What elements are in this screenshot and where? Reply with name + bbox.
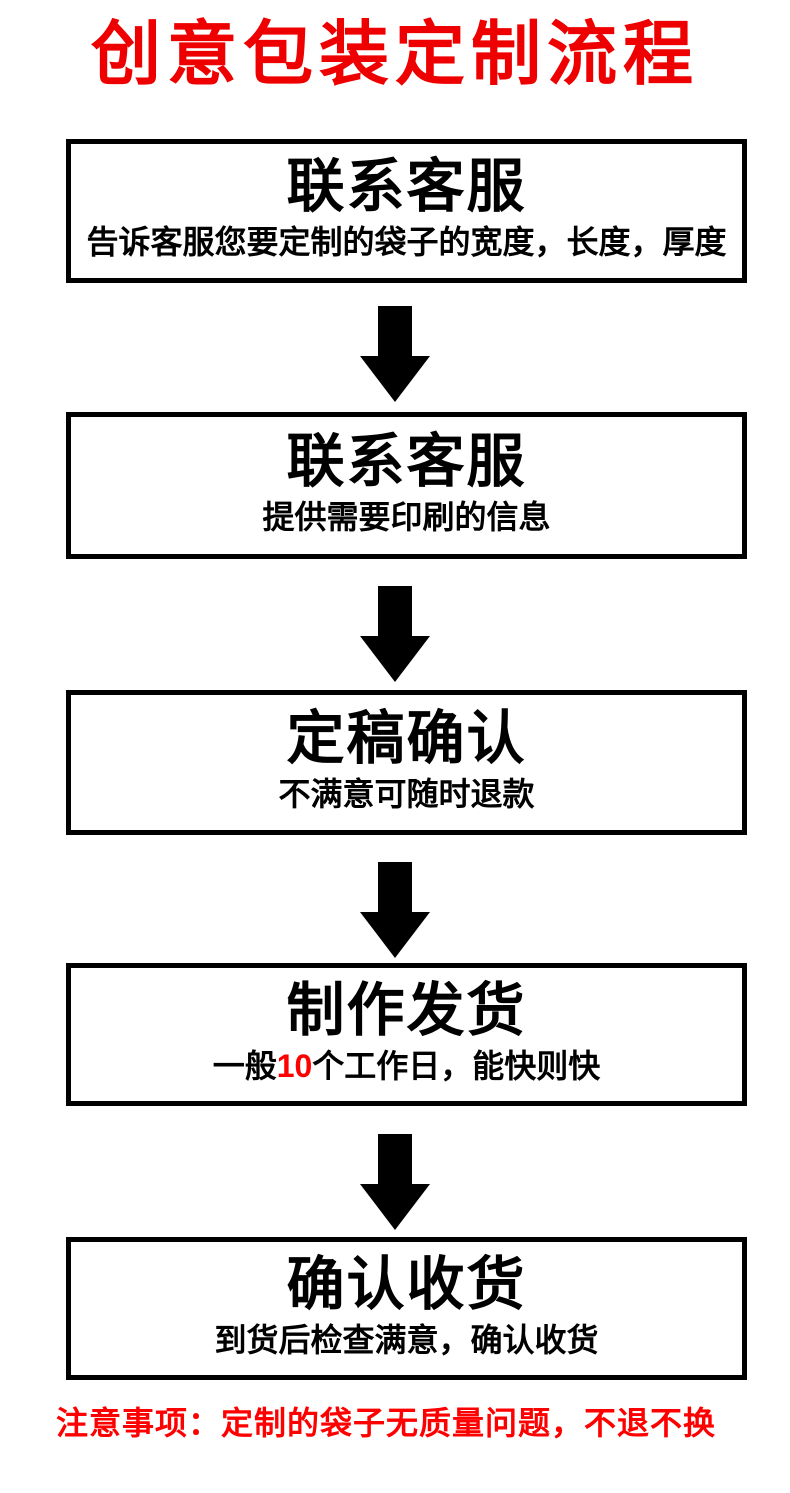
step-1-title: 联系客服 xyxy=(286,154,527,220)
step-3-title: 定稿确认 xyxy=(286,705,527,771)
step-box-contact-service-1: 联系客服 告诉客服您要定制的袋子的宽度，长度，厚度 xyxy=(66,139,747,283)
arrow-down-icon xyxy=(360,1134,430,1230)
step-box-draft-confirmation: 定稿确认 不满意可随时退款 xyxy=(66,690,747,835)
step-2-subtitle: 提供需要印刷的信息 xyxy=(262,498,551,535)
page-title: 创意包装定制流程 xyxy=(91,12,699,95)
step-4-subtitle-highlight: 10 xyxy=(276,1047,313,1084)
notice-text: 注意事项：定制的袋子无质量问题，不退不换 xyxy=(56,1405,717,1441)
step-4-subtitle-suffix: 个工作日，能快则快 xyxy=(312,1047,601,1084)
step-4-subtitle: 一般10个工作日，能快则快 xyxy=(212,1047,601,1084)
step-3-subtitle: 不满意可随时退款 xyxy=(278,775,535,812)
step-4-title: 制作发货 xyxy=(286,977,527,1043)
step-box-production-shipping: 制作发货 一般10个工作日，能快则快 xyxy=(66,963,747,1106)
step-1-subtitle: 告诉客服您要定制的袋子的宽度，长度，厚度 xyxy=(86,224,727,261)
arrow-down-icon xyxy=(360,862,430,958)
step-5-title: 确认收货 xyxy=(286,1251,527,1317)
step-4-subtitle-prefix: 一般 xyxy=(212,1047,277,1084)
step-box-confirm-receipt: 确认收货 到货后检查满意，确认收货 xyxy=(66,1237,747,1380)
arrow-down-icon xyxy=(360,586,430,682)
arrow-down-icon xyxy=(360,306,430,402)
step-5-subtitle: 到货后检查满意，确认收货 xyxy=(214,1321,599,1358)
step-box-contact-service-2: 联系客服 提供需要印刷的信息 xyxy=(66,412,747,559)
step-2-title: 联系客服 xyxy=(286,428,527,494)
